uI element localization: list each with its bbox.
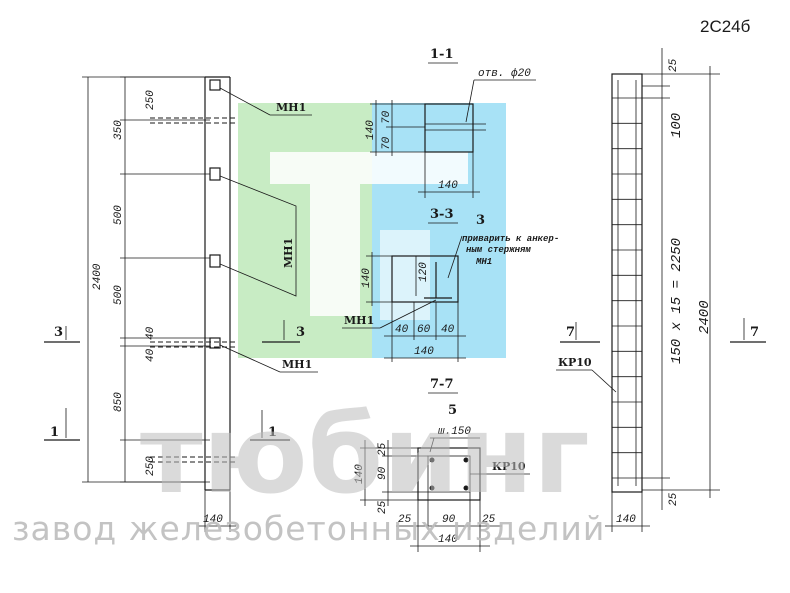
width-label: 140 xyxy=(438,534,458,546)
segment-label: 850 xyxy=(113,392,125,412)
height-label: 140 xyxy=(354,464,366,484)
leader-line xyxy=(219,175,297,297)
embedded-plate xyxy=(209,167,221,181)
stirrup-leader xyxy=(429,437,435,453)
section-title: 7-7 xyxy=(430,377,454,392)
weld-note: ным стержням xyxy=(466,245,531,255)
stirrup-group xyxy=(612,97,642,479)
logo-cutout xyxy=(270,152,468,184)
column-elevation: 2400 250 350 500 500 40 40 850 250 140 xyxy=(44,76,318,532)
embedded-plate xyxy=(209,337,221,349)
cut-label: 7 xyxy=(566,325,575,340)
dim-label: 90 xyxy=(442,514,456,526)
rebar-bar xyxy=(463,485,469,491)
cut-label: 3 xyxy=(54,325,63,340)
bottom-dim-label: 25 xyxy=(668,492,680,506)
weld-note-ref: МН1 xyxy=(475,257,492,267)
spacing-first-label: 100 xyxy=(669,113,685,138)
section-1-1: 1-1 отв. ф20 140 70 70 140 xyxy=(365,47,536,198)
callout-number: 3 xyxy=(476,213,485,228)
cut-label: 3 xyxy=(296,325,305,340)
rebar-bar xyxy=(429,457,435,463)
watermark-logo xyxy=(238,103,506,358)
cut-label: 7 xyxy=(750,325,759,340)
segment-label: 40 xyxy=(145,348,157,362)
cage-width-label: 140 xyxy=(616,514,636,526)
segment-label: 350 xyxy=(113,120,125,140)
dim-label: 25 xyxy=(377,500,389,514)
dim-label: 40 xyxy=(395,324,409,336)
product-code: 2С24б xyxy=(700,17,751,36)
width-label: 140 xyxy=(414,346,434,358)
width-label: 140 xyxy=(438,180,458,192)
embedded-plate xyxy=(209,79,221,91)
spacing-note: 150 х 15 = 2250 xyxy=(669,238,685,364)
overall-height-label: 2400 xyxy=(697,300,713,334)
embedded-part-label: МН1 xyxy=(282,358,312,371)
note-leader xyxy=(447,235,463,279)
dim-label: 140 xyxy=(365,120,377,140)
hole-note: отв. ф20 xyxy=(478,67,531,80)
section-title: 1-1 xyxy=(430,47,454,62)
rebar-cage-view: 25 100 150 х 15 = 2250 2400 25 140 КР10 … xyxy=(556,48,766,532)
segment-label: 250 xyxy=(145,456,157,476)
section-outline xyxy=(391,255,459,303)
segment-label: 40 xyxy=(145,326,157,340)
embedded-plate xyxy=(209,254,221,268)
logo-cutout xyxy=(310,184,360,316)
dim-label: 70 xyxy=(381,110,393,124)
dim-label: 90 xyxy=(377,466,389,480)
dim-label: 60 xyxy=(417,324,431,336)
rebar-cage-label: КР10 xyxy=(558,356,592,369)
hole-leader xyxy=(465,79,475,123)
dim-label: 25 xyxy=(482,514,496,526)
dim-label: 25 xyxy=(377,442,389,456)
leader-line xyxy=(219,344,281,373)
embedded-part-label: МН1 xyxy=(344,314,374,327)
section-title: 3-3 xyxy=(430,207,454,222)
cut-label: 1 xyxy=(268,425,277,440)
section-7-7: 7-7 5 ш.150 КР10 25 90 25 140 25 90 25 xyxy=(354,377,530,552)
embedded-part-label: МН1 xyxy=(276,101,306,114)
weld-note: приварить к анкер- xyxy=(462,234,559,244)
segment-label: 500 xyxy=(113,285,125,305)
dim-label: 25 xyxy=(398,514,412,526)
cage-outline xyxy=(611,73,643,493)
segment-label: 500 xyxy=(113,205,125,225)
rebar-bar xyxy=(463,457,469,463)
cut-label: 1 xyxy=(50,425,59,440)
stirrup-note: ш.150 xyxy=(437,426,471,438)
leader-line xyxy=(591,369,617,393)
leader-line xyxy=(379,299,437,329)
dim-label: 40 xyxy=(441,324,455,336)
rebar-cage-label: КР10 xyxy=(492,460,526,473)
section-outline xyxy=(424,103,474,153)
watermark-tagline: завод железобетонных изделий xyxy=(12,509,605,548)
leader-line xyxy=(219,87,271,116)
logo-cutout xyxy=(380,230,430,320)
dim-label: 70 xyxy=(381,136,393,150)
section-3-3: 3-3 3 приварить к анкер- ным стержням МН… xyxy=(342,207,559,362)
watermark-brand: тюбинг xyxy=(140,393,590,518)
embedded-part-label: МН1 xyxy=(282,238,295,268)
top-dim-label: 25 xyxy=(668,58,680,72)
dim-label: 120 xyxy=(418,262,430,282)
callout-number: 5 xyxy=(448,403,457,418)
height-label: 140 xyxy=(361,268,373,288)
overall-height-label: 2400 xyxy=(92,263,104,290)
column-width-label: 140 xyxy=(203,514,223,526)
rebar-bar xyxy=(429,485,435,491)
segment-label: 250 xyxy=(145,90,157,110)
